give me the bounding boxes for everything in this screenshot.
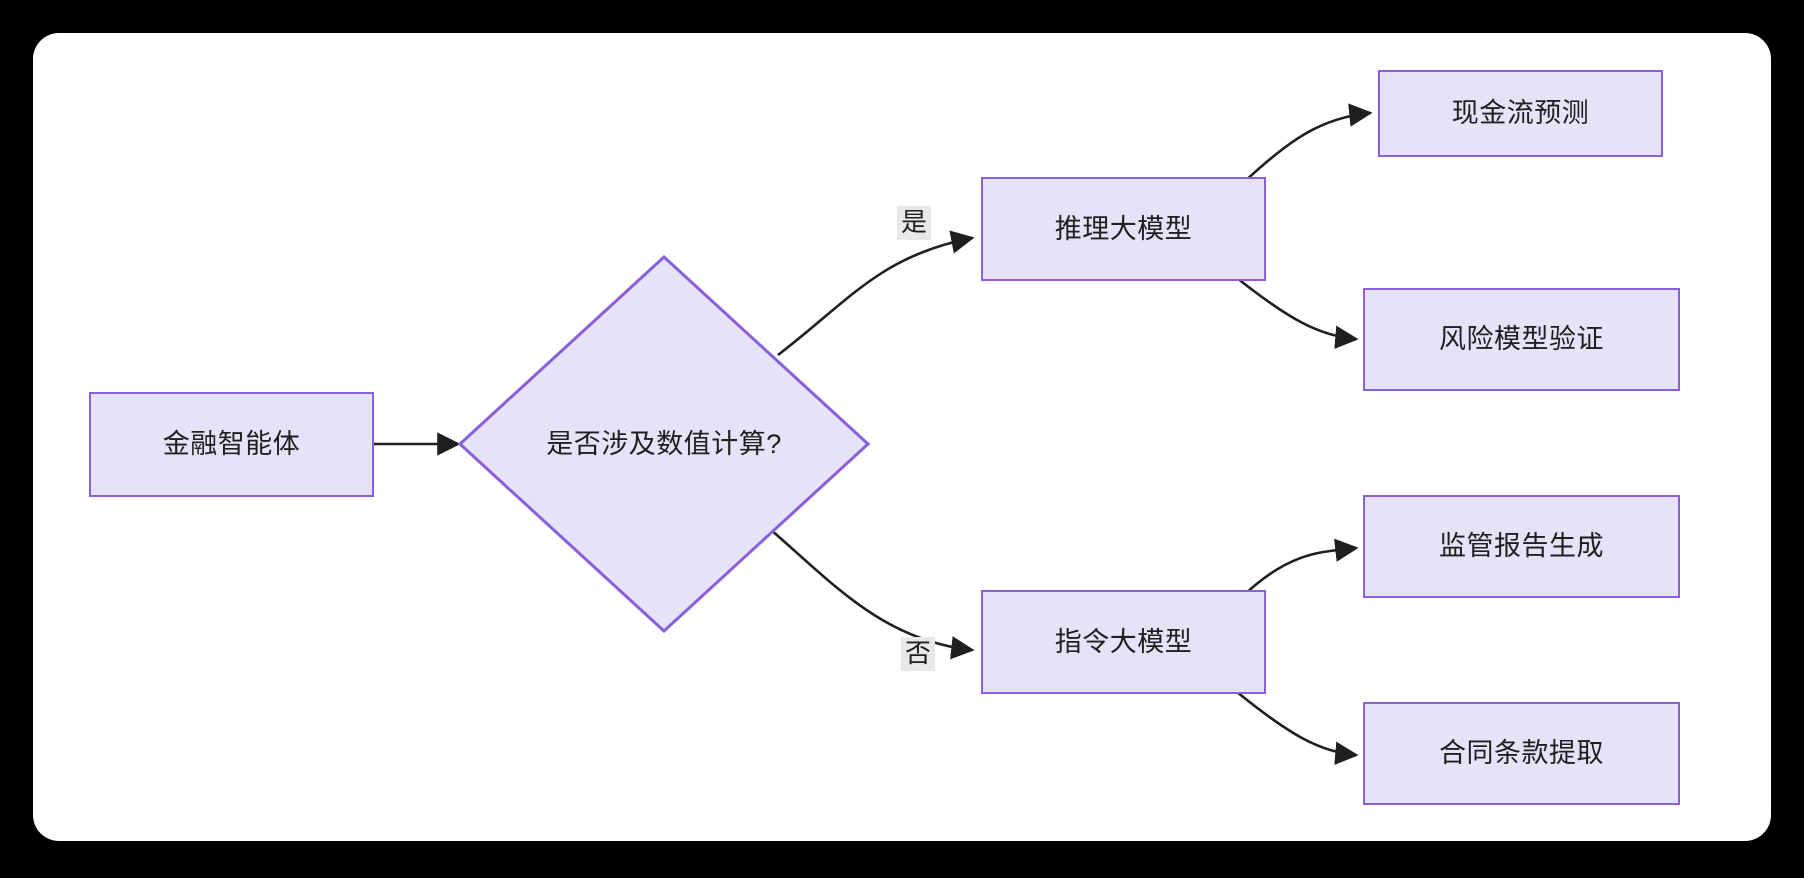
edge-label-yes: 是 [897,206,932,240]
node-decision-label: 是否涉及数值计算? [546,428,782,459]
node-start-label: 金融智能体 [162,429,301,460]
node-decision[interactable]: 是否涉及数值计算? [458,255,870,633]
edge-label-no: 否 [901,637,936,671]
node-risk-label: 风险模型验证 [1439,324,1604,355]
node-instruct[interactable]: 指令大模型 [981,590,1266,694]
diamond-shape [458,255,870,633]
node-start[interactable]: 金融智能体 [89,392,374,497]
node-instruct-label: 指令大模型 [1054,626,1193,657]
node-risk[interactable]: 风险模型验证 [1363,288,1680,391]
node-reason-label: 推理大模型 [1054,213,1193,244]
node-cashflow[interactable]: 现金流预测 [1378,70,1663,157]
node-report-label: 监管报告生成 [1439,531,1604,562]
node-reason[interactable]: 推理大模型 [981,177,1266,281]
node-contract-label: 合同条款提取 [1439,738,1604,769]
node-cashflow-label: 现金流预测 [1451,98,1590,129]
node-contract[interactable]: 合同条款提取 [1363,702,1680,805]
node-report[interactable]: 监管报告生成 [1363,495,1680,598]
